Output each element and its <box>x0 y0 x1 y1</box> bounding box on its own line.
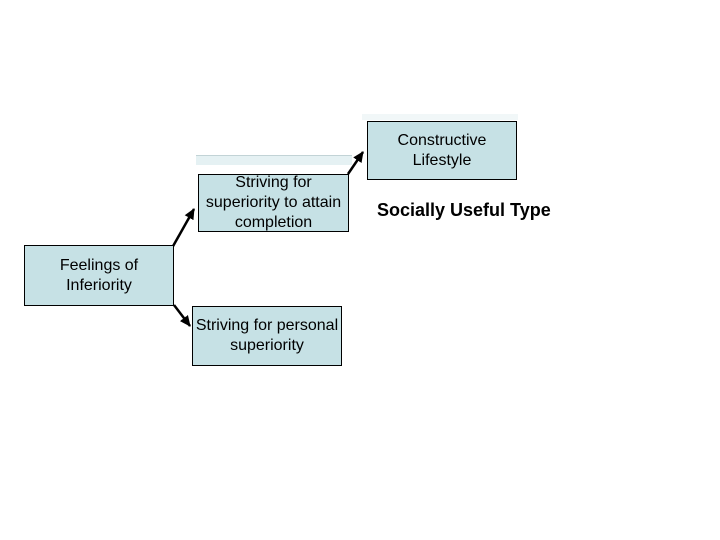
node-striving-for-superiority-to-attain-completion: Striving for superiority to attain compl… <box>198 174 349 232</box>
arrow-striving-completion-to-constructive <box>346 151 365 175</box>
node-feelings-of-inferiority: Feelings of Inferiority <box>24 245 174 306</box>
node-striving-for-personal-superiority: Striving for personal superiority <box>192 306 342 366</box>
motion-ghost-artifact <box>196 155 352 165</box>
motion-ghost-artifact <box>362 114 518 120</box>
arrow-feelings-to-striving-personal <box>173 304 191 327</box>
node-constructive-lifestyle: Constructive Lifestyle <box>367 121 517 180</box>
label-socially-useful-type: Socially Useful Type <box>377 200 551 220</box>
arrow-feelings-to-striving-completion <box>170 208 196 249</box>
